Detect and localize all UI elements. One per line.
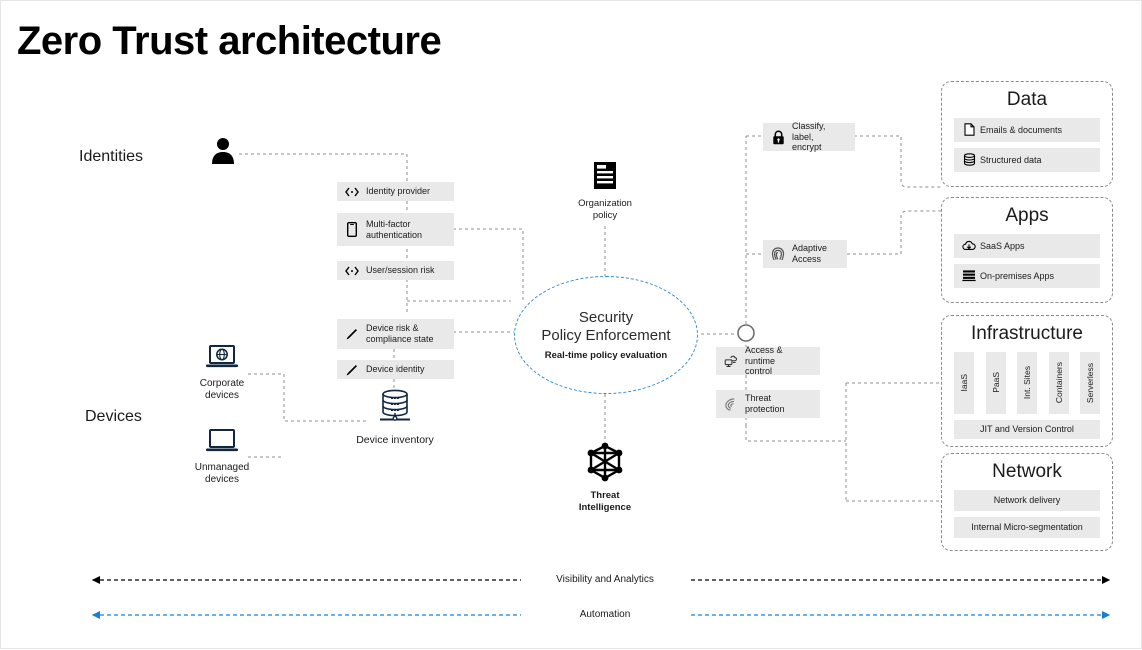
- corporate-devices-block: Corporate devices: [189, 345, 255, 402]
- cloud-download-icon: [962, 239, 976, 253]
- panel-title: Apps: [1005, 205, 1049, 226]
- chip-label: Identity provider: [366, 186, 431, 197]
- chip-device-identity[interactable]: Device identity: [337, 360, 454, 379]
- infra-col-label: Int. Sites: [1022, 366, 1032, 400]
- chip-adaptive-access[interactable]: Adaptive Access: [763, 240, 847, 268]
- chip-label: Device identity: [366, 364, 425, 375]
- chip-label: Access & runtime control: [745, 344, 783, 377]
- chip-label: Threat protection: [745, 393, 785, 414]
- threat-intelligence-block: Threat Intelligence: [567, 441, 643, 513]
- organization-policy-block: Organization policy: [569, 161, 641, 221]
- network-graph-icon: [584, 441, 626, 488]
- laptop-globe-icon: [204, 345, 240, 376]
- laptop-icon: [204, 429, 240, 460]
- panel-row-label: Internal Micro-segmentation: [971, 522, 1083, 533]
- panel-apps: Apps SaaS Apps: [941, 197, 1113, 303]
- person-icon: [208, 135, 238, 170]
- infra-col-containers[interactable]: Containers: [1048, 351, 1069, 414]
- pencil-icon: [345, 327, 359, 341]
- panel-row-label: Structured data: [980, 154, 1042, 165]
- panel-title: Infrastructure: [971, 323, 1083, 344]
- panel-title: Network: [992, 461, 1062, 482]
- chip-identity-provider[interactable]: Identity provider: [337, 182, 454, 201]
- panel-row-emails-documents[interactable]: Emails & documents: [954, 117, 1100, 142]
- device-caption: Corporate devices: [199, 378, 245, 402]
- pencil-icon: [345, 363, 359, 377]
- infra-col-paas[interactable]: PaaS: [985, 351, 1006, 414]
- file-icon: [962, 123, 976, 137]
- panel-row-structured-data[interactable]: Structured data: [954, 147, 1100, 172]
- infra-col-label: Serverless: [1085, 362, 1095, 403]
- panel-row-label: SaaS Apps: [980, 240, 1025, 251]
- infra-col-serverless[interactable]: Serverless: [1080, 351, 1100, 414]
- infra-col-int-sites[interactable]: Int. Sites: [1017, 351, 1037, 414]
- fingerprint-icon: [771, 247, 785, 261]
- chip-multi-factor-authentication[interactable]: Multi-factor authentication: [337, 213, 454, 246]
- unmanaged-devices-block: Unmanaged devices: [189, 429, 255, 486]
- infra-col-label: Containers: [1053, 362, 1064, 404]
- security-policy-enforcement-core: Security Policy Enforcement Real-time po…: [514, 276, 698, 394]
- panel-title: Data: [1006, 89, 1048, 110]
- database-icon: [962, 153, 976, 167]
- page-title: Zero Trust architecture: [17, 19, 442, 63]
- panel-row-label: Network delivery: [993, 495, 1061, 506]
- chip-access-runtime-control[interactable]: Access & runtime control: [716, 344, 820, 377]
- infra-col-iaas[interactable]: IaaS: [954, 351, 974, 414]
- panel-row-internal-micro-segmentation[interactable]: Internal Micro-segmentation: [954, 516, 1100, 538]
- panel-row-network-delivery[interactable]: Network delivery: [954, 489, 1100, 511]
- chip-device-risk-compliance[interactable]: Device risk & compliance state: [337, 319, 454, 349]
- panel-data: Data Emails & documents: [941, 81, 1113, 187]
- policy-hub-node: [737, 324, 755, 342]
- threat-intelligence-label: Threat Intelligence: [578, 490, 632, 513]
- lock-icon: [771, 130, 785, 144]
- device-caption: Unmanaged devices: [194, 462, 250, 486]
- monitor-cloud-icon: [724, 354, 738, 368]
- database-stack-icon: [374, 389, 416, 430]
- infrastructure-columns: IaaS PaaS Int. Sites Containers Serverle…: [954, 351, 1100, 414]
- chip-label: Adaptive Access: [792, 243, 828, 264]
- chip-label: User/session risk: [366, 265, 435, 276]
- identities-label: Identities: [79, 148, 144, 165]
- chip-threat-protection[interactable]: Threat protection: [716, 390, 820, 418]
- panel-infrastructure: Infrastructure IaaS PaaS Int. Sites Cont…: [941, 315, 1113, 447]
- chip-label: Classify, label, encrypt: [792, 120, 826, 153]
- panel-row-saas-apps[interactable]: SaaS Apps: [954, 233, 1100, 258]
- chip-user-session-risk[interactable]: User/session risk: [337, 261, 454, 280]
- organization-policy-label: Organization policy: [578, 198, 632, 221]
- panel-network: Network Network delivery Internal Micro-…: [941, 453, 1113, 551]
- core-line2: Policy Enforcement: [541, 327, 671, 344]
- core-subtitle: Real-time policy evaluation: [544, 350, 668, 361]
- server-rack-icon: [962, 269, 976, 283]
- devices-label: Devices: [85, 408, 142, 425]
- chip-label: Multi-factor authentication: [366, 218, 423, 240]
- panel-row-label: JIT and Version Control: [980, 424, 1074, 435]
- bidirectional-arrow-icon: [345, 264, 359, 278]
- infra-col-label: PaaS: [990, 372, 1001, 394]
- panel-row-onpremises-apps[interactable]: On-premises Apps: [954, 263, 1100, 288]
- mobile-phone-icon: [345, 222, 359, 237]
- core-line1: Security: [578, 309, 634, 326]
- chip-classify-label-encrypt[interactable]: Classify, label, encrypt: [763, 120, 855, 153]
- device-inventory-block: Device inventory: [350, 389, 440, 447]
- chip-label: Device risk & compliance state: [366, 323, 434, 344]
- panel-row-label: On-premises Apps: [980, 270, 1055, 281]
- device-inventory-label: Device inventory: [356, 434, 434, 446]
- panel-row-jit-version-control[interactable]: JIT and Version Control: [954, 419, 1100, 439]
- automation-label: Automation: [579, 609, 631, 620]
- shield-radar-icon: [724, 397, 738, 411]
- document-lines-icon: [591, 161, 619, 196]
- visibility-analytics-label: Visibility and Analytics: [556, 574, 654, 585]
- panel-row-label: Emails & documents: [980, 124, 1063, 135]
- infra-col-label: IaaS: [959, 374, 969, 392]
- bidirectional-arrow-icon: [345, 185, 359, 199]
